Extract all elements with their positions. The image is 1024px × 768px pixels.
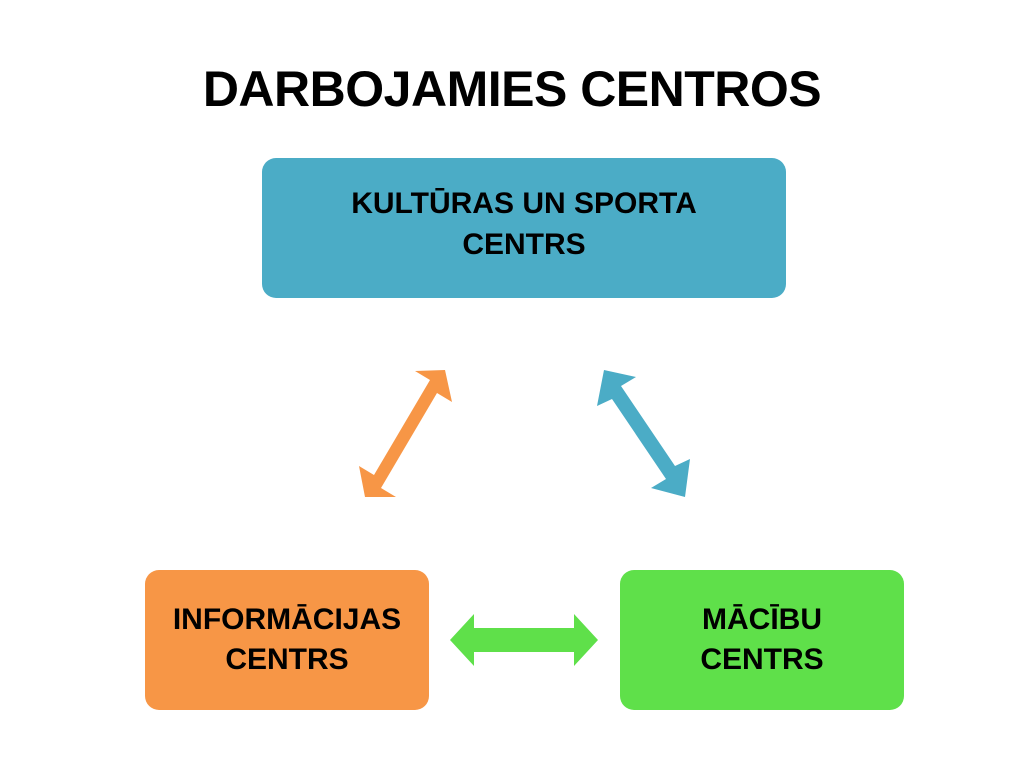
- node-label: KULTŪRAS UN SPORTA CENTRS: [351, 187, 697, 261]
- page-title: DARBOJAMIES CENTROS: [202, 61, 822, 117]
- node-macibu-centrs: MĀCĪBU CENTRS: [620, 570, 904, 710]
- arrow-left-right: [450, 614, 598, 666]
- node-label: INFORMĀCIJAS CENTRS: [172, 602, 402, 677]
- node-informacijas-centrs: INFORMĀCIJAS CENTRS: [145, 570, 429, 710]
- node-label: MĀCĪBU CENTRS: [700, 602, 824, 677]
- node-kulturas-un-sporta-centrs: KULTŪRAS UN SPORTA CENTRS: [262, 158, 786, 298]
- arrow-top-right: [597, 370, 690, 497]
- arrow-left-top: [359, 370, 452, 497]
